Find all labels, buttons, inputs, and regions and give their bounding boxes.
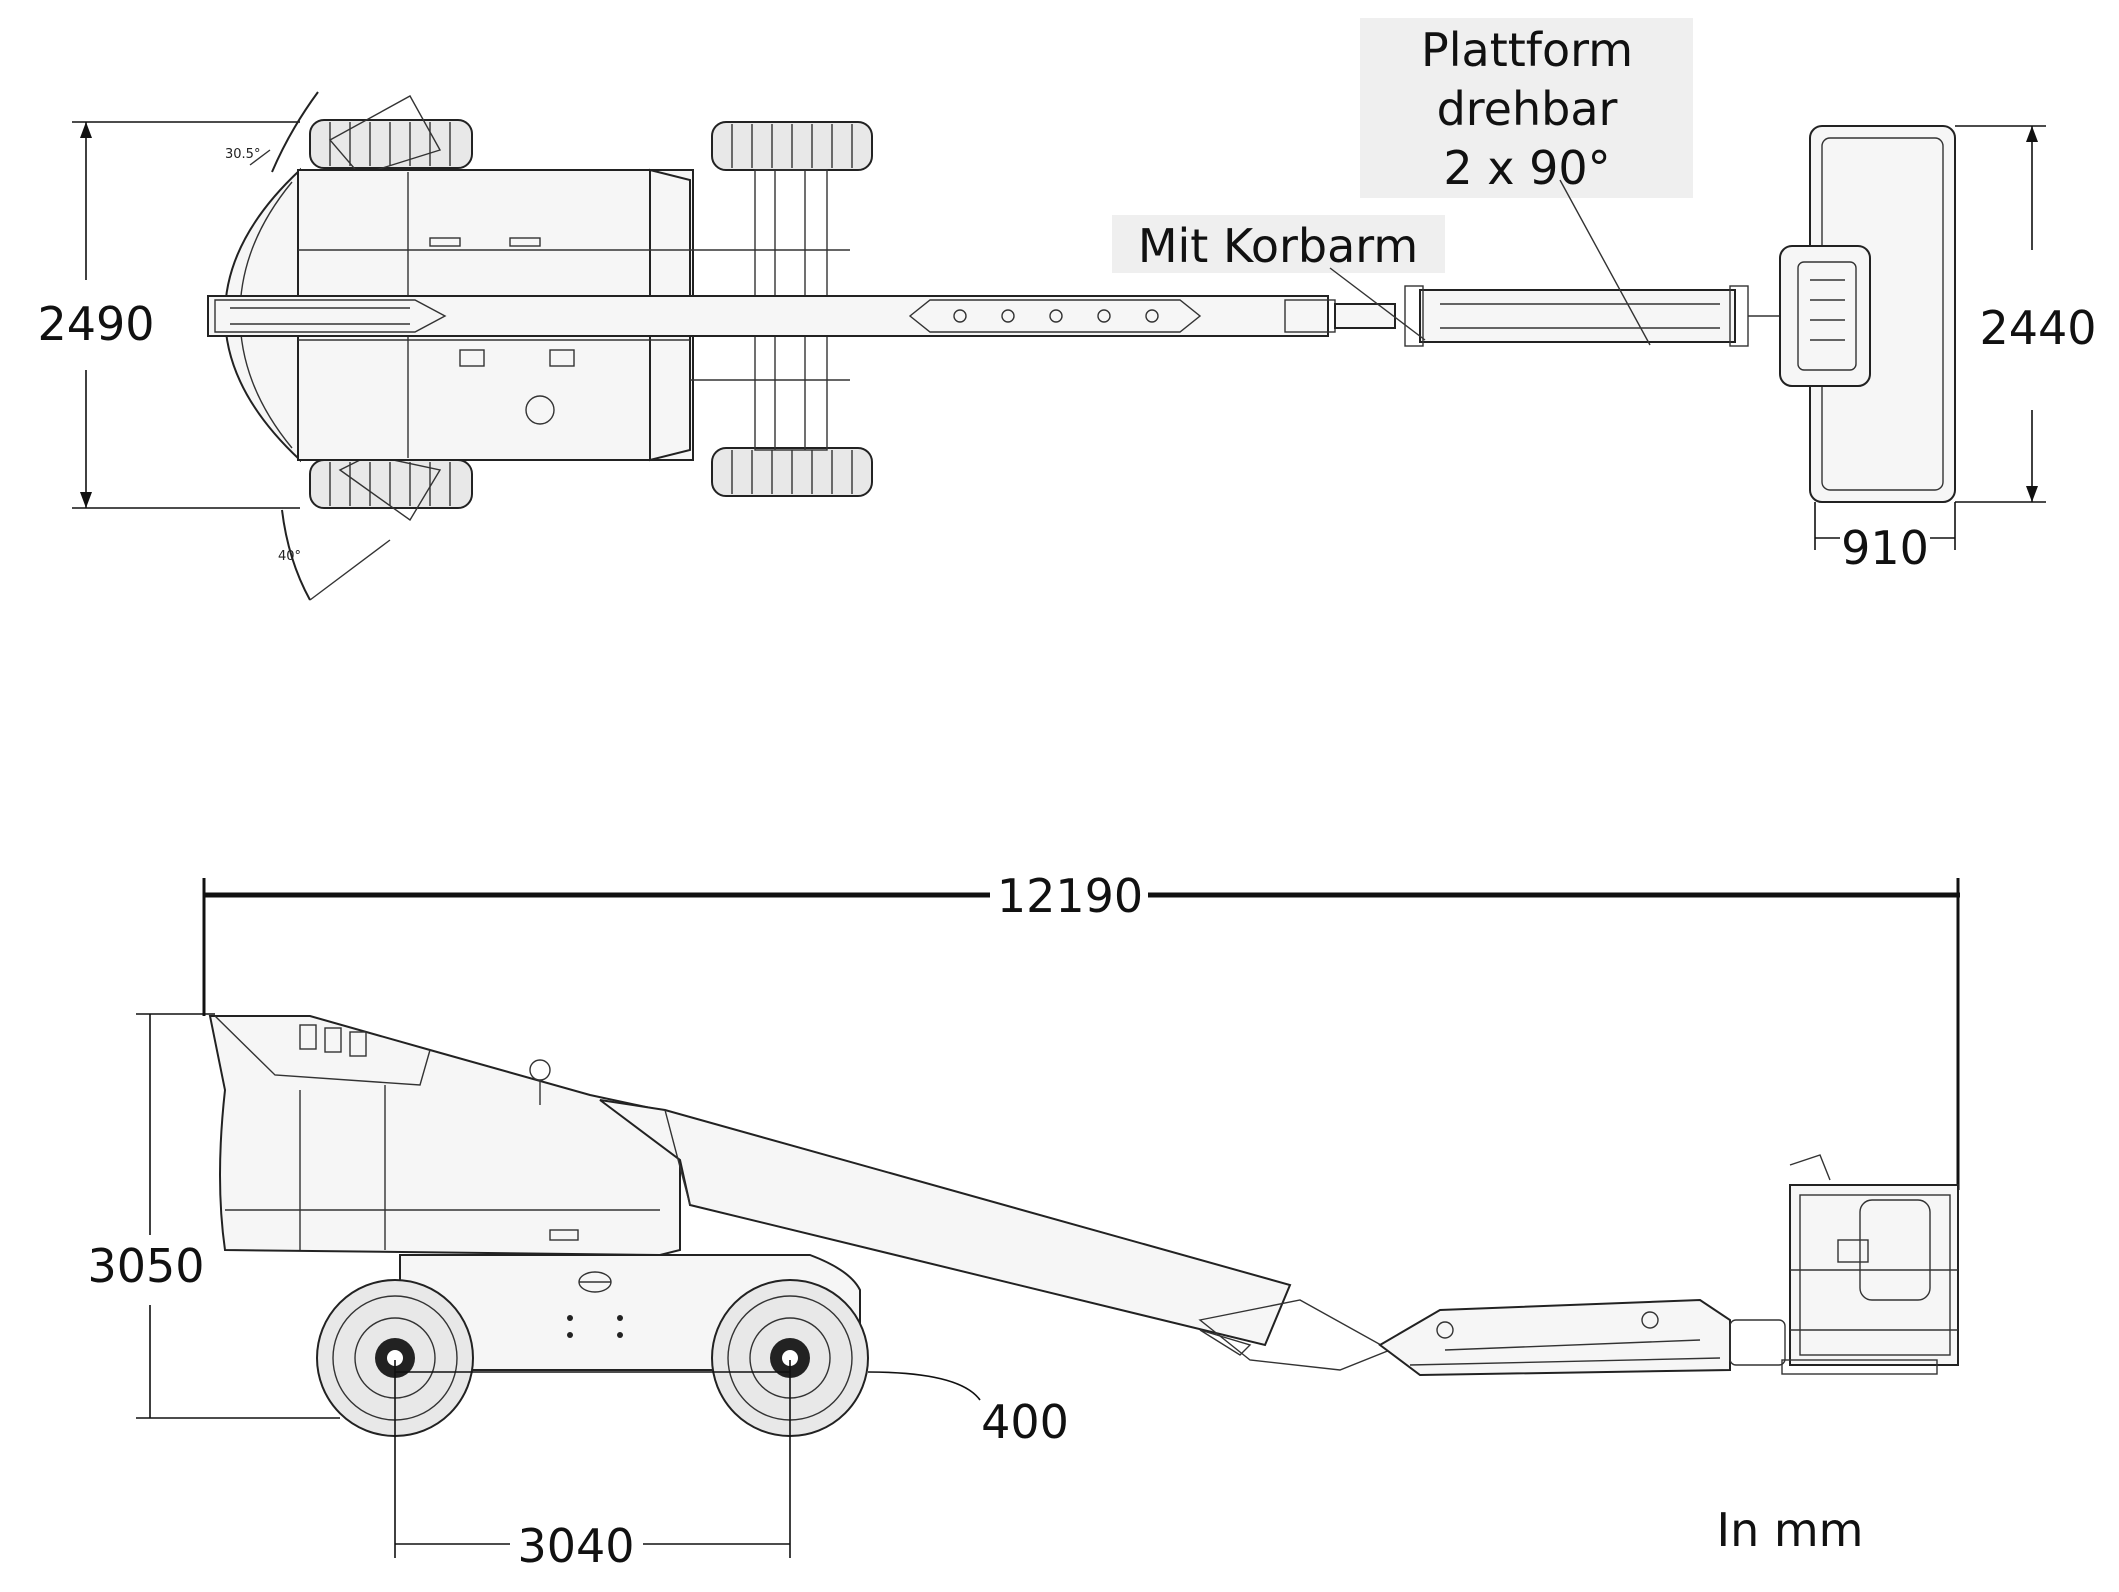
- callout-rotation-line3: 2 x 90°: [1443, 141, 1610, 195]
- dim-ground-clearance: [395, 1371, 981, 1401]
- stowed-height-label: 3050: [87, 1239, 204, 1293]
- dim-platform-depth: [1814, 502, 1956, 550]
- callout-rotation-line2: drehbar: [1437, 82, 1618, 136]
- overall-length-label: 12190: [997, 869, 1143, 923]
- jib-top: [1404, 285, 1780, 347]
- dim-width-right: [1955, 125, 2046, 503]
- top-width-left-label: 2490: [37, 297, 154, 351]
- callout-platform-rotation: Plattform drehbar 2 x 90°: [1360, 18, 1693, 346]
- dim-wheelbase: [394, 1360, 791, 1558]
- ground-clearance-label: 400: [981, 1395, 1069, 1449]
- platform-depth-label: 910: [1841, 521, 1929, 575]
- dim-stowed-height: [136, 1013, 340, 1419]
- dim-overall-length: [202, 878, 1960, 1190]
- top-width-right-label: 2440: [1979, 301, 2096, 355]
- angle-bottom-label: 40°: [278, 549, 301, 564]
- callout-rotation-line1: Plattform: [1421, 23, 1633, 77]
- wheelbase-label: 3040: [517, 1519, 634, 1573]
- angle-top-label: 30.5°: [225, 147, 260, 162]
- top-view: 2490 30.5° 4: [37, 18, 2097, 601]
- dim-width-left: [72, 121, 300, 509]
- turntable-side: [208, 1015, 681, 1257]
- units-note: In mm: [1717, 1503, 1864, 1557]
- jib-side: [1378, 1298, 1786, 1377]
- rear-tires-top: [309, 95, 473, 522]
- callout-jib: Mit Korbarm: [1112, 215, 1445, 341]
- front-tires-top: [690, 121, 873, 497]
- callout-jib-label: Mit Korbarm: [1138, 219, 1418, 273]
- boom-top: [207, 295, 1396, 337]
- side-view: 12190 3050: [87, 869, 1960, 1573]
- platform-side: [1781, 1154, 1959, 1375]
- boom-side: [599, 1099, 1392, 1371]
- platform-top: [1779, 125, 1956, 503]
- steering-angles: 30.5° 40°: [225, 91, 391, 601]
